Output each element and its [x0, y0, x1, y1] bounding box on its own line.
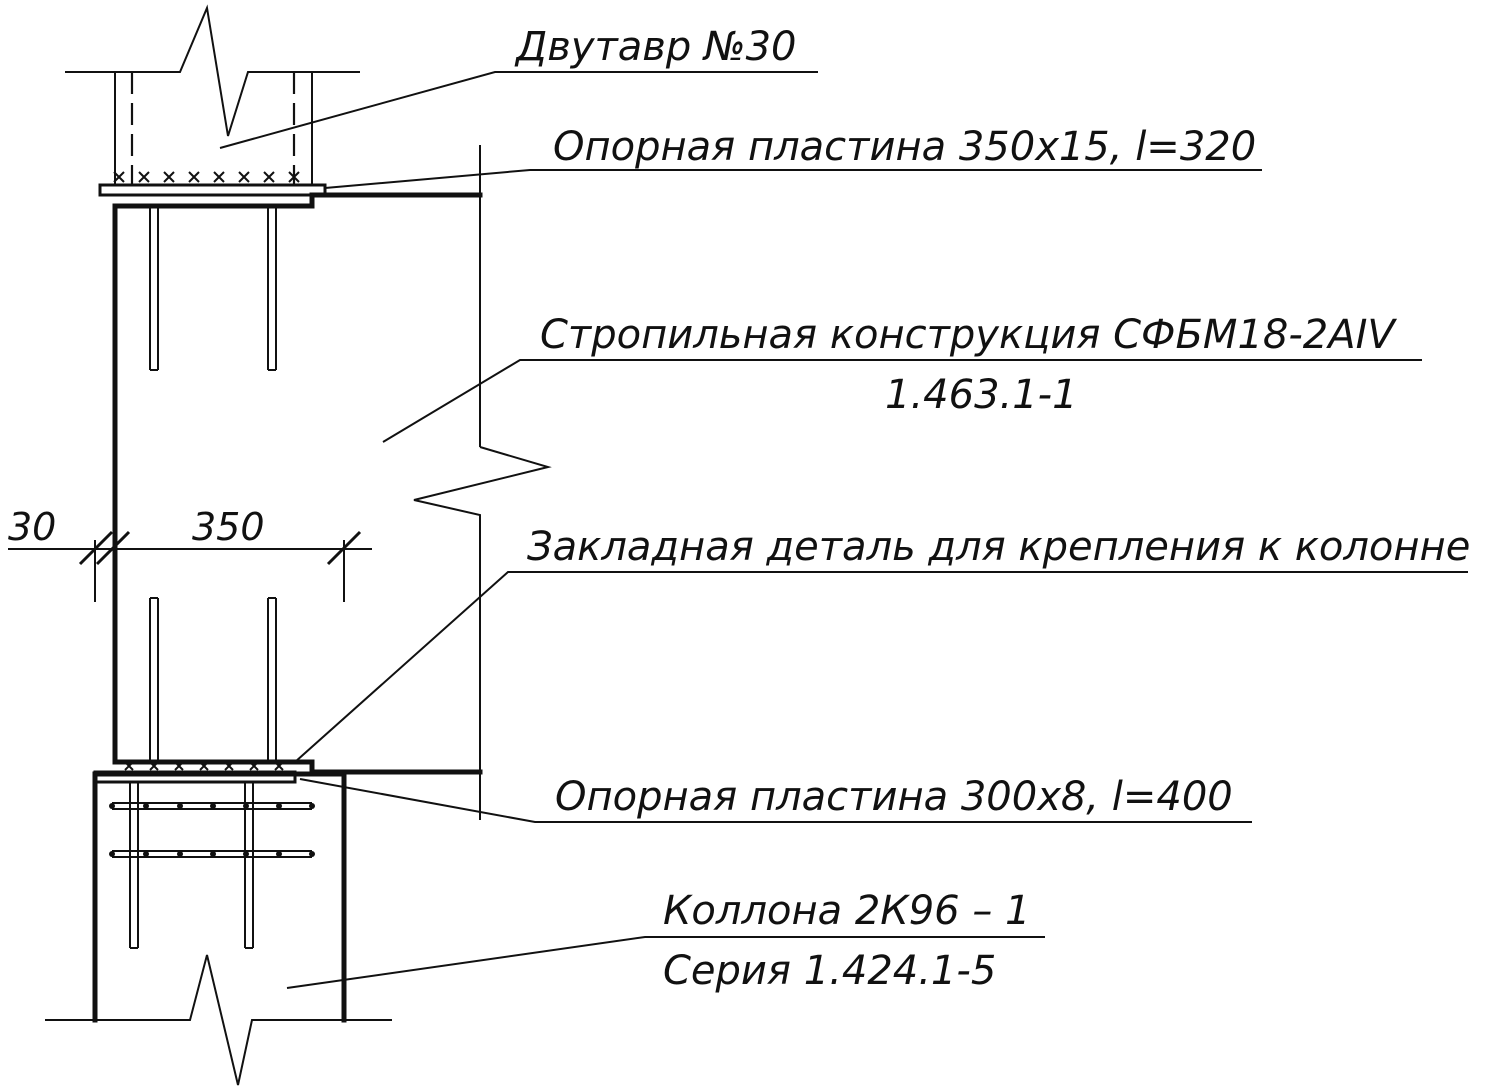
top-support-plate [98, 183, 327, 197]
label-embed-detail: Закладная деталь для крепления к колонне [527, 524, 1470, 570]
callout-top-plate: Опорная пластина 350х15, l=320 [324, 124, 1262, 189]
beam-break-line [65, 4, 360, 137]
label-column-name: Коллона 2К96 – 1 [663, 888, 1030, 934]
callout-embed: Закладная деталь для крепления к колонне [294, 524, 1470, 763]
label-truss-series: 1.463.1-1 [885, 372, 1078, 418]
dimension-line: 30 350 [8, 505, 372, 602]
label-beam: Двутавр №30 [514, 24, 797, 70]
truss [112, 145, 552, 820]
callout-column: Коллона 2К96 – 1 Серия 1.424.1-5 [286, 888, 1045, 994]
callout-beam: Двутавр №30 [219, 24, 818, 149]
label-column-series: Серия 1.424.1-5 [663, 948, 996, 994]
weld-marks-bottom [124, 761, 284, 771]
dimension-offset-30: 30 [8, 505, 56, 549]
label-truss-name: Стропильная конструкция СФБМ18-2AIV [540, 312, 1397, 358]
callout-bottom-plate: Опорная пластина 300х8, l=400 [299, 774, 1252, 823]
label-bottom-plate: Опорная пластина 300х8, l=400 [555, 774, 1233, 820]
dimension-width-350: 350 [192, 505, 265, 549]
label-top-plate: Опорная пластина 350х15, l=320 [553, 124, 1256, 170]
weld-marks-top [113, 171, 300, 183]
column [45, 771, 392, 1086]
callout-truss: Стропильная конструкция СФБМ18-2AIV 1.46… [382, 312, 1422, 443]
i-beam [65, 4, 360, 185]
column-break-line [45, 954, 392, 1086]
